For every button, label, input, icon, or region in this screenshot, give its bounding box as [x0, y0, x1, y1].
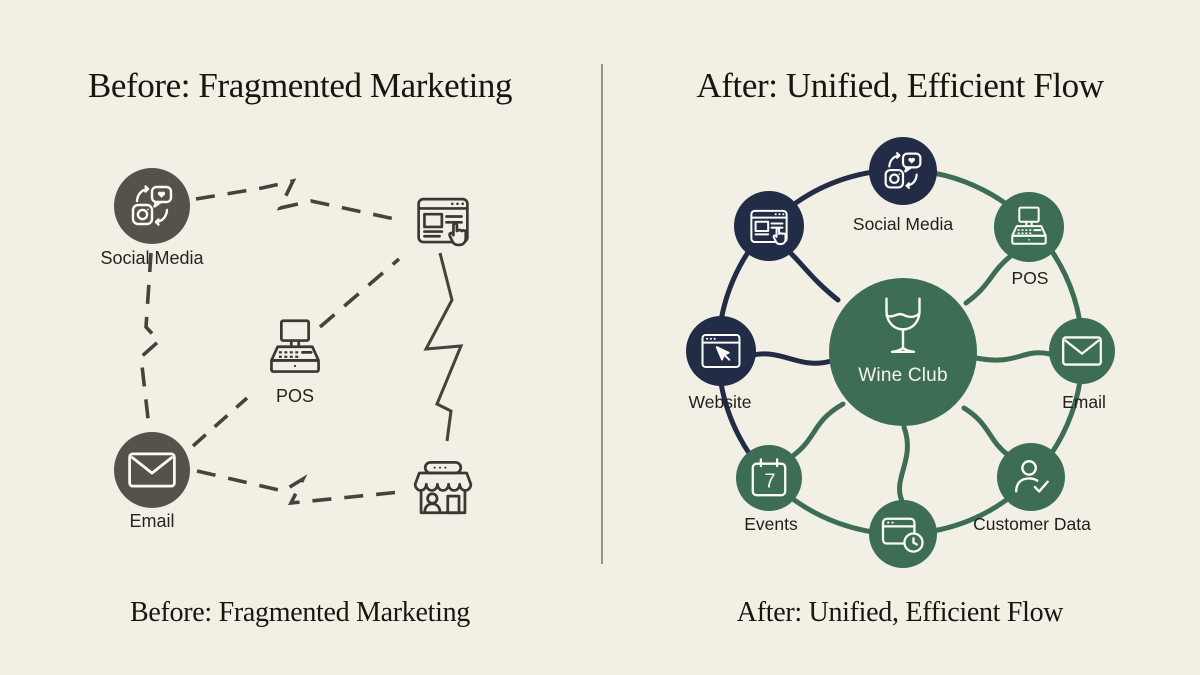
wine-club-hub: Wine Club	[829, 278, 977, 426]
calendar-icon: 7	[751, 458, 787, 497]
after-social-label: Social Media	[852, 214, 954, 234]
lightning-link-browser-store	[423, 252, 464, 442]
envelope-icon	[1062, 336, 1102, 366]
spoke-bottom	[897, 424, 910, 504]
before-browser-node	[414, 191, 472, 249]
dashed-link-social-browser	[195, 178, 405, 223]
after-social-node	[869, 137, 937, 205]
social-media-icon	[131, 185, 173, 226]
dashed-link-pos-browser	[318, 257, 401, 329]
ring-arc-navy	[715, 167, 906, 481]
social-media-icon	[884, 152, 922, 189]
after-pos-label: POS	[1011, 268, 1049, 288]
browser-cursor-icon	[701, 334, 741, 368]
vertical-divider	[601, 64, 603, 564]
before-social-node	[114, 168, 190, 244]
wine-club-label: Wine Club	[858, 365, 948, 386]
before-email-label: Email	[129, 511, 175, 531]
after-customer-node	[997, 443, 1065, 511]
before-pos-label: POS	[275, 386, 314, 406]
before-store-node	[411, 459, 475, 519]
after-browser-node	[734, 191, 804, 261]
spoke-email	[973, 350, 1053, 363]
dashed-link-email-store	[196, 469, 401, 506]
envelope-icon	[128, 452, 176, 488]
browser-hand-icon	[417, 197, 469, 247]
cash-register-icon	[1011, 206, 1047, 245]
after-website-node	[686, 316, 756, 386]
before-email-node	[114, 432, 190, 508]
person-check-icon	[1015, 460, 1049, 493]
before-title: Before: Fragmented Marketing	[87, 66, 513, 105]
cash-register-icon	[270, 319, 320, 373]
spoke-customer	[961, 405, 1011, 458]
spoke-events	[791, 401, 846, 458]
wine-glass-icon	[885, 297, 921, 354]
after-caption: After: Unified, Efficient Flow	[736, 597, 1064, 628]
after-customer-label: Customer Data	[973, 514, 1091, 534]
dashed-link-email-pos	[191, 396, 249, 448]
spoke-website	[750, 351, 834, 366]
before-caption: Before: Fragmented Marketing	[130, 597, 470, 628]
after-pos-node	[994, 192, 1064, 262]
storefront-icon	[413, 460, 473, 515]
before-pos-node	[264, 317, 326, 379]
spoke-pos	[963, 252, 1015, 306]
dashed-link-social-email	[139, 252, 162, 428]
after-email-label: Email	[1062, 392, 1106, 412]
after-events-label: Events	[744, 514, 798, 534]
before-social-label: Social Media	[100, 248, 204, 268]
after-card-node	[869, 500, 937, 568]
card-clock-icon	[881, 517, 924, 553]
browser-hand-icon	[750, 209, 788, 246]
after-events-node: 7	[736, 445, 802, 511]
after-email-node	[1049, 318, 1115, 384]
calendar-day-number: 7	[764, 471, 775, 493]
after-website-label: Website	[688, 392, 752, 412]
after-title: After: Unified, Efficient Flow	[696, 66, 1104, 105]
